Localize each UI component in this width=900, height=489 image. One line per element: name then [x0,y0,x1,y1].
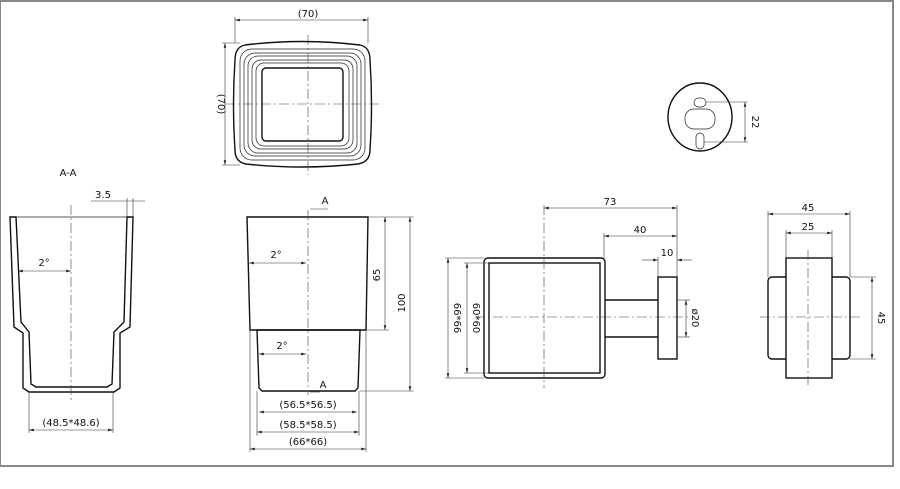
arm-label: 40 [634,225,647,236]
dim-bottom-inner: (56.5*56.5) [279,400,336,411]
end-width-label: 45 [802,203,815,214]
top-width-label: (70) [298,9,319,20]
dim-top: (66*66) [289,437,327,448]
total-height-label: 100 [397,293,408,312]
depth-label: 73 [604,197,617,208]
cut-marker-bottom: A [320,380,327,391]
front-angle-upper: 2° [270,250,281,261]
top-view: (70) (70) [215,9,380,175]
outer-size-label: 66*66 [451,303,462,333]
upper-height-label: 65 [372,269,383,282]
end-view: 45 25 45 [760,203,886,385]
section-label: A-A [60,168,77,179]
section-bottom-label: (48.5*48.6) [42,418,99,429]
hole-spacing-label: 22 [749,116,760,129]
end-inner-width-label: 25 [802,222,815,233]
cut-marker-top: A [322,196,329,207]
inner-size-label: 60*60 [470,303,481,333]
dim-bottom-outer: (58.5*58.5) [279,420,336,431]
side-view: 73 40 10 66*66 60*60 ø20 [445,197,700,388]
drawing-frame [0,0,894,467]
section-view: A-A 3.5 2° (48.5*48.6) [9,168,145,433]
wall-thickness-label: 3.5 [95,190,111,201]
end-height-label: 45 [875,312,886,325]
rod-diameter-label: ø20 [689,309,700,328]
mounting-plate-view: 22 [667,82,760,152]
top-height-label: (70) [215,94,226,115]
section-angle-label: 2° [38,258,49,269]
plate-thickness-label: 10 [661,248,674,259]
front-angle-lower: 2° [276,341,287,352]
front-view: A A 2° 2° 65 100 (56.5*56.5) (58.5*58.5)… [246,196,414,452]
